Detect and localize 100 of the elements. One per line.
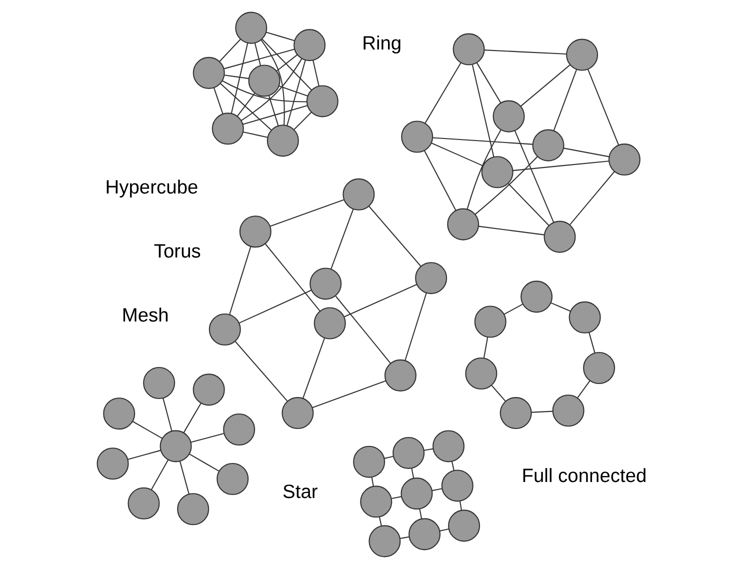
connector xyxy=(278,85,308,97)
connector xyxy=(239,290,312,324)
connector xyxy=(330,208,354,270)
node-circle xyxy=(544,220,576,253)
connector xyxy=(183,403,202,434)
connector xyxy=(179,461,190,494)
connector xyxy=(276,54,298,72)
node-circle xyxy=(353,446,386,478)
node-circle xyxy=(415,262,448,294)
connector xyxy=(312,380,386,408)
connector xyxy=(371,477,374,486)
connector xyxy=(260,40,285,126)
label: Hypercube xyxy=(105,177,198,198)
node-circle xyxy=(160,430,192,462)
node-circle xyxy=(96,448,129,480)
connector xyxy=(236,92,256,117)
connector xyxy=(213,88,224,114)
connector xyxy=(476,62,502,104)
node-circle xyxy=(128,487,160,520)
node-circle xyxy=(532,129,564,162)
label: Torus xyxy=(154,242,201,263)
connector xyxy=(220,83,272,130)
label: Mesh xyxy=(122,306,169,327)
connector xyxy=(514,130,554,223)
node-circle xyxy=(441,470,474,502)
connector xyxy=(234,341,288,402)
connector xyxy=(587,69,620,146)
node-circle xyxy=(208,313,241,346)
connector xyxy=(132,421,163,439)
connector xyxy=(520,64,570,107)
connector xyxy=(491,385,506,402)
node-circle xyxy=(282,397,314,430)
connector xyxy=(128,450,161,460)
node-circle xyxy=(568,301,601,334)
label: Star xyxy=(282,482,318,503)
node-circle xyxy=(306,85,338,118)
label: Ring xyxy=(362,33,402,54)
node-circle xyxy=(520,280,553,313)
connector xyxy=(242,105,308,125)
connector xyxy=(368,206,422,266)
connector xyxy=(335,296,391,364)
connector xyxy=(378,516,382,526)
node-circle xyxy=(294,29,326,62)
connector xyxy=(189,454,220,472)
node-circle xyxy=(177,493,210,526)
connector xyxy=(478,226,544,236)
node-circle xyxy=(583,352,616,384)
connector xyxy=(553,69,578,131)
connector xyxy=(230,43,248,114)
connector xyxy=(508,183,550,226)
connector xyxy=(312,60,320,86)
connector xyxy=(224,74,249,80)
connector xyxy=(564,148,610,158)
connector xyxy=(224,48,295,70)
connector xyxy=(411,468,414,478)
connector xyxy=(570,171,615,225)
connector xyxy=(243,131,268,138)
connector xyxy=(424,150,456,210)
node-circle xyxy=(192,374,225,406)
node-circle xyxy=(235,12,268,44)
node-circle xyxy=(239,216,272,248)
connector xyxy=(431,142,484,166)
label: Full connected xyxy=(522,466,647,487)
node-circle xyxy=(314,307,346,340)
connector xyxy=(270,199,344,227)
node-circle xyxy=(342,178,375,210)
node-circle xyxy=(474,306,506,338)
connector xyxy=(484,50,566,55)
connector xyxy=(404,292,427,361)
node-circle xyxy=(492,100,525,132)
node-circle xyxy=(143,366,176,400)
node-circle xyxy=(223,413,256,446)
connector xyxy=(266,32,294,42)
connector xyxy=(483,337,488,358)
connector xyxy=(384,456,394,459)
connector xyxy=(400,536,410,540)
connector xyxy=(392,496,402,500)
connector xyxy=(466,130,502,210)
connector xyxy=(424,62,462,124)
connector xyxy=(268,96,279,126)
connector xyxy=(240,58,302,122)
connector xyxy=(294,112,312,130)
node-circle xyxy=(216,462,249,496)
node-circle xyxy=(192,56,225,89)
node-circle xyxy=(552,394,584,427)
connector xyxy=(254,43,262,66)
node-circle xyxy=(452,33,485,66)
connector xyxy=(504,304,523,315)
connector xyxy=(286,60,306,126)
connector xyxy=(222,80,307,102)
connector xyxy=(474,156,538,215)
connector xyxy=(162,398,172,432)
node-circle xyxy=(481,156,514,188)
connector xyxy=(459,501,462,510)
node-circle xyxy=(360,486,392,518)
node-circle xyxy=(408,518,441,550)
node-circle xyxy=(465,357,498,390)
node-circle xyxy=(448,510,480,542)
node-circle xyxy=(432,430,465,462)
connector xyxy=(419,509,422,520)
